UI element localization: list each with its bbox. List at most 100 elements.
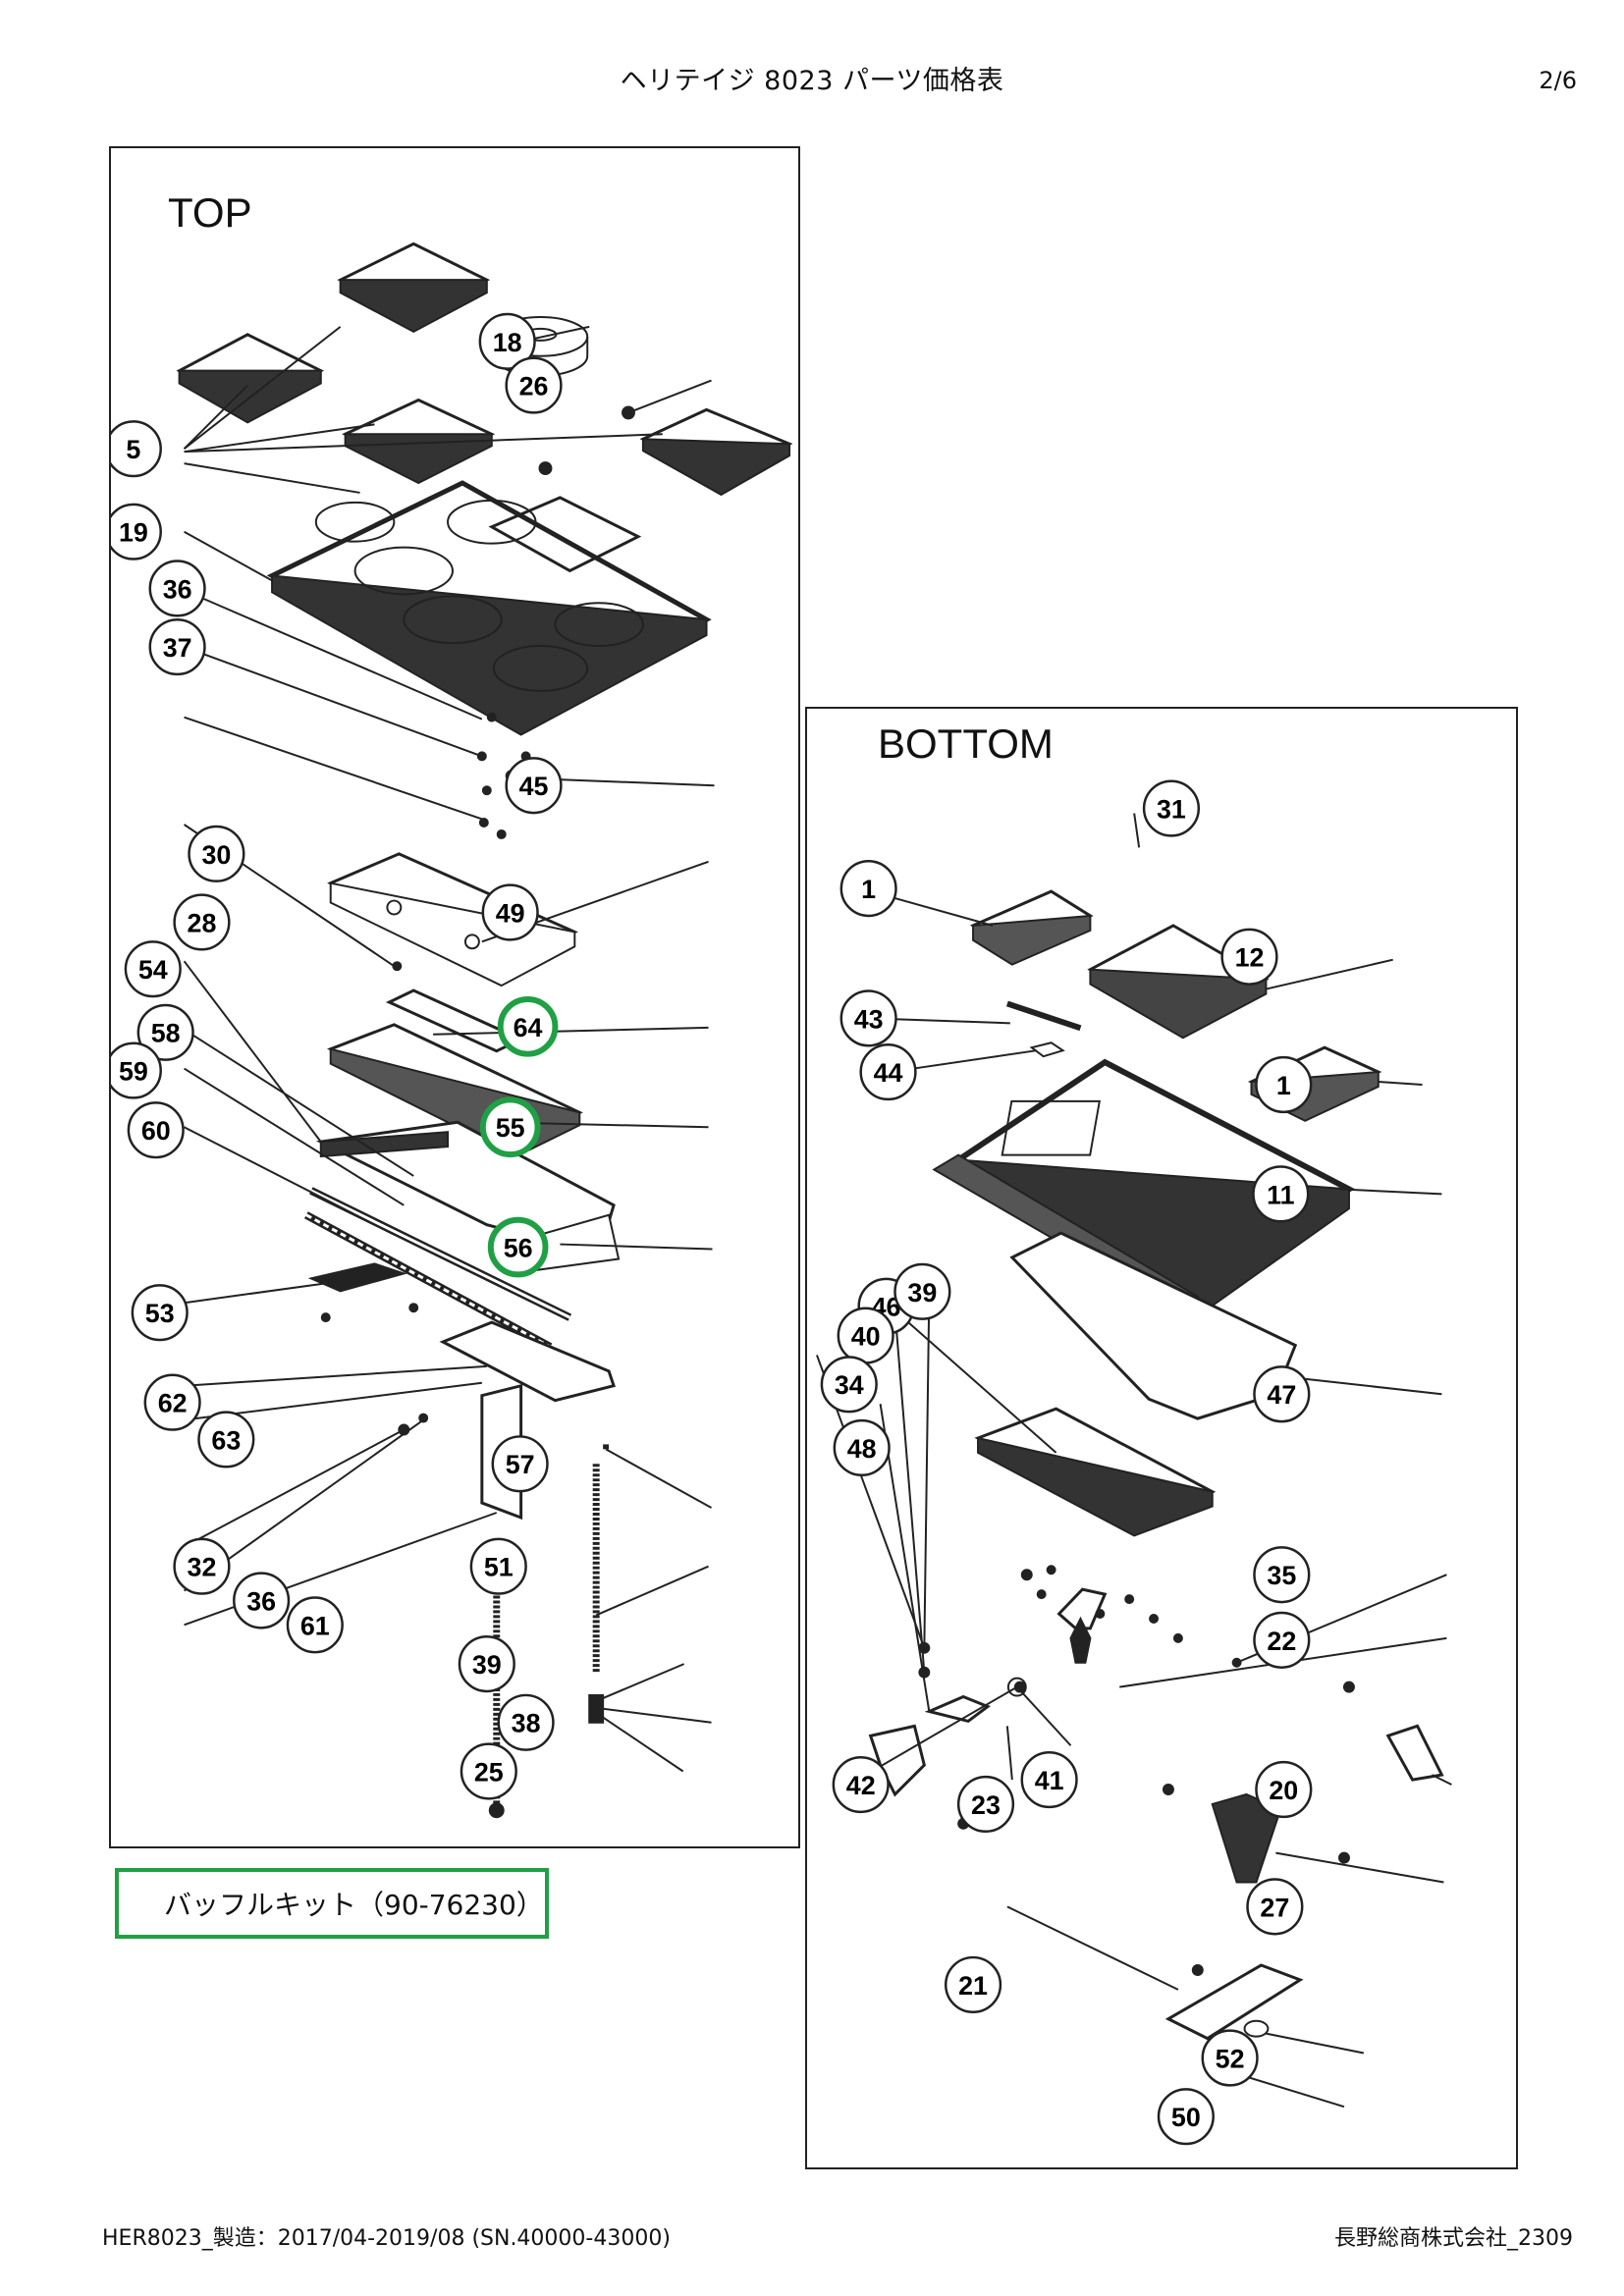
top-callout-label-5: 5 [126, 435, 140, 464]
top-callout-label-36: 36 [163, 574, 192, 604]
top-callout-label-39: 39 [472, 1650, 502, 1680]
bottom-callout-circle-21 [944, 1955, 1002, 2014]
top-callout-circle-38 [497, 1693, 555, 1751]
bottom-callout-circle-35 [1253, 1546, 1311, 1604]
bottom-callout-label-40: 40 [851, 1322, 881, 1352]
bottom-callout-label-20: 20 [1269, 1776, 1298, 1805]
top-callout-circle-26 [505, 356, 563, 414]
top-callout-label-19: 19 [119, 518, 148, 548]
bottom-callout-label-39: 39 [907, 1278, 937, 1308]
bottom-callout-circle-22 [1253, 1611, 1311, 1669]
top-callout-label-57: 57 [506, 1450, 535, 1479]
top-callout-circle-51 [469, 1537, 527, 1595]
bottom-callout-label-21: 21 [958, 1971, 988, 2001]
top-callout-circle-36 [233, 1572, 291, 1629]
bottom-callout-label-52: 52 [1216, 2044, 1245, 2073]
top-callout-circle-59 [111, 1041, 162, 1099]
page-number: 2/6 [1539, 67, 1577, 94]
footer-company: 長野総商株式会社_2309 [1334, 2226, 1573, 2251]
bottom-callout-label-1: 1 [1276, 1071, 1291, 1100]
bottom-callout-circle-48 [833, 1418, 891, 1477]
top-callout-circle-62 [143, 1373, 201, 1431]
footer-model-info: HER8023_製造：2017/04-2019/08 (SN.40000-430… [102, 2226, 671, 2251]
top-callout-label-25: 25 [474, 1757, 504, 1787]
top-callout-label-51: 51 [484, 1553, 514, 1582]
bottom-panel-label: BOTTOM [878, 721, 1054, 767]
top-callout-markers: 5182619363745304928645455585960565362635… [111, 312, 563, 1800]
top-callout-label-59: 59 [119, 1057, 148, 1087]
top-callout-circle-37 [148, 617, 206, 676]
bottom-callout-label-42: 42 [846, 1771, 876, 1800]
top-callout-circle-39 [458, 1635, 515, 1693]
top-callout-label-60: 60 [141, 1116, 171, 1146]
top-callout-circle-18 [478, 312, 536, 370]
top-callout-circle-64 [497, 996, 559, 1057]
bottom-callout-circle-12 [1220, 928, 1278, 986]
bottom-callout-label-47: 47 [1267, 1380, 1296, 1410]
bottom-callout-label-50: 50 [1171, 2103, 1201, 2132]
bottom-callout-circle-52 [1201, 2029, 1259, 2087]
top-callout-label-53: 53 [145, 1299, 175, 1328]
top-callout-label-49: 49 [496, 898, 525, 928]
page-title: ヘリテイジ 8023 パーツ価格表 [620, 66, 1004, 96]
top-callout-label-61: 61 [300, 1611, 330, 1640]
top-callout-circle-58 [136, 1003, 194, 1061]
bottom-callout-label-41: 41 [1035, 1766, 1064, 1795]
bottom-callout-circle-39 [893, 1262, 951, 1320]
bottom-callout-circle-47 [1253, 1365, 1311, 1423]
bottom-callout-label-27: 27 [1260, 1893, 1289, 1922]
top-callout-label-64: 64 [514, 1013, 543, 1042]
top-callout-circle-28 [173, 893, 231, 951]
bottom-callout-circle-43 [839, 989, 897, 1047]
top-callout-label-55: 55 [496, 1113, 525, 1143]
bottom-callout-circle-31 [1142, 779, 1201, 837]
top-callout-label-37: 37 [163, 633, 192, 663]
top-callout-circle-49 [481, 883, 539, 941]
bottom-callout-label-44: 44 [874, 1058, 903, 1088]
top-callout-label-54: 54 [138, 955, 168, 985]
top-callout-circle-57 [491, 1435, 549, 1493]
top-callout-circle-63 [197, 1411, 255, 1468]
bottom-callout-circle-20 [1255, 1760, 1313, 1819]
bottom-callout-label-31: 31 [1157, 794, 1186, 824]
bottom-callout-label-22: 22 [1267, 1627, 1296, 1656]
bottom-callout-label-1: 1 [861, 875, 876, 904]
bottom-callout-label-23: 23 [971, 1790, 1001, 1820]
top-callout-circle-32 [173, 1537, 231, 1595]
bottom-callout-circle-27 [1246, 1878, 1304, 1936]
bottom-callout-label-43: 43 [854, 1004, 884, 1034]
top-callout-circle-45 [505, 757, 563, 815]
top-callout-label-63: 63 [211, 1425, 241, 1455]
bottom-callout-label-48: 48 [847, 1434, 877, 1464]
top-callout-label-45: 45 [519, 772, 549, 801]
top-callout-circle-5 [111, 420, 162, 478]
top-exploded-diagram: 5182619363745304928645455585960565362635… [111, 241, 793, 1819]
top-callout-label-58: 58 [151, 1019, 181, 1048]
top-callout-label-28: 28 [188, 908, 217, 937]
top-callout-circle-54 [124, 940, 182, 998]
top-callout-label-18: 18 [493, 328, 522, 357]
bottom-callout-circle-1 [839, 860, 897, 918]
bottom-callout-circle-23 [956, 1775, 1015, 1834]
top-callout-circle-60 [127, 1101, 185, 1159]
top-callout-label-26: 26 [519, 372, 549, 401]
top-callout-circle-53 [131, 1284, 189, 1342]
top-callout-label-32: 32 [188, 1553, 217, 1582]
top-callout-circle-25 [460, 1742, 517, 1800]
top-panel-label: TOP [168, 189, 252, 236]
top-callout-label-56: 56 [504, 1233, 533, 1262]
top-callout-circle-36 [148, 560, 206, 617]
top-callout-label-30: 30 [201, 840, 231, 870]
top-callout-label-36: 36 [246, 1586, 276, 1616]
top-callout-circle-56 [487, 1216, 549, 1278]
baffle-kit-box: バッフルキット（90-76230） [115, 1868, 549, 1939]
bottom-callout-circle-50 [1157, 2088, 1215, 2146]
bottom-callout-circle-44 [859, 1042, 917, 1101]
bottom-callout-circle-41 [1020, 1750, 1078, 1809]
bottom-callout-label-12: 12 [1235, 943, 1265, 973]
top-callout-label-38: 38 [512, 1709, 541, 1738]
top-callout-circle-61 [286, 1596, 344, 1654]
top-callout-circle-30 [188, 825, 245, 882]
